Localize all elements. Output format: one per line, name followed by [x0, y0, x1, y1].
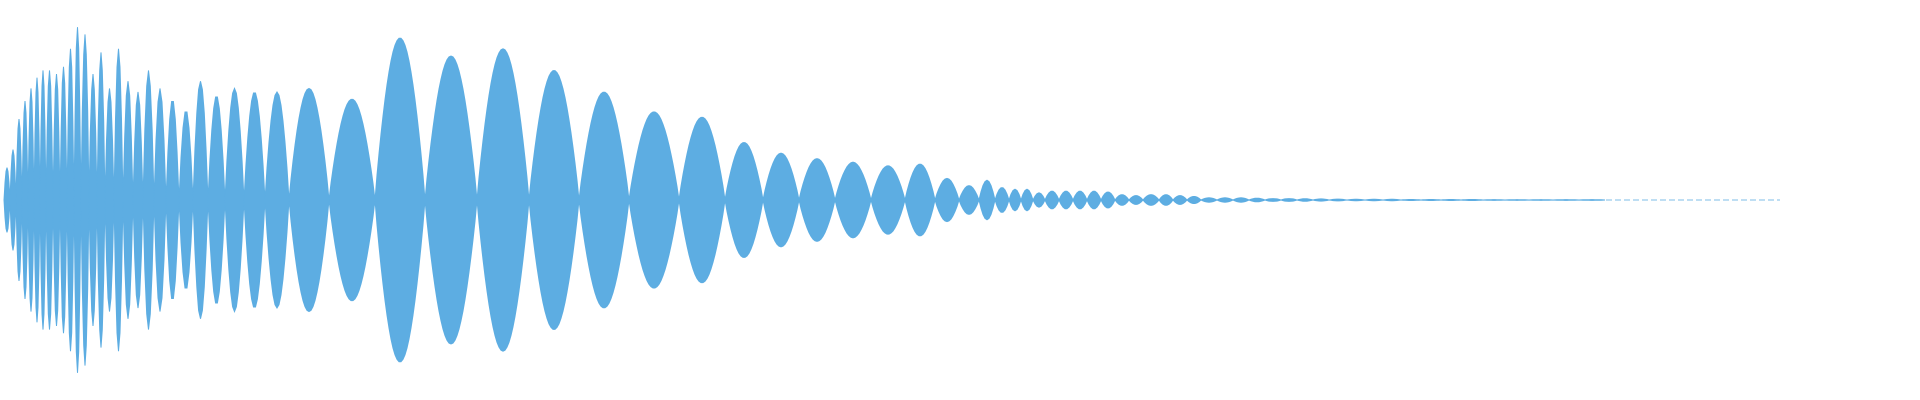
waveform-shape — [3, 27, 1606, 373]
